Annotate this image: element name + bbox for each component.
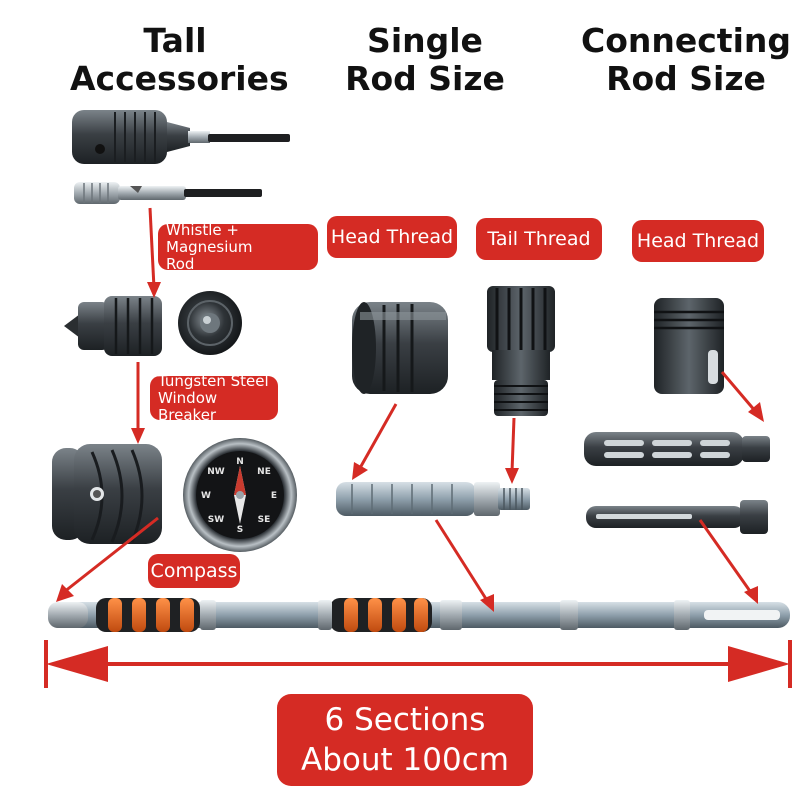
label-text: Tail Thread xyxy=(487,228,591,250)
label-line: Whistle + Magnesium xyxy=(166,220,253,256)
heading-single-rod-size: Single Rod Size xyxy=(340,22,510,98)
heading-line: Accessories xyxy=(70,59,289,98)
label-whistle-magnesium-rod: Whistle + Magnesium Rod xyxy=(158,220,318,273)
heading-line: Rod Size xyxy=(345,59,505,98)
tail-thread-photo xyxy=(487,286,555,416)
whistle-rod-photo xyxy=(72,110,290,204)
compass-marking: SE xyxy=(258,515,271,525)
compass-markings: N NE E SE S SW W NW xyxy=(201,457,277,535)
heading-tail-accessories: Tall Accessories xyxy=(70,21,289,98)
head-thread-tube-photo xyxy=(352,302,448,394)
connecting-tube-photo xyxy=(654,298,724,394)
breaker-head-photo xyxy=(64,296,162,356)
label-line: Window Breaker xyxy=(158,388,218,424)
compass-marking: NW xyxy=(207,467,225,477)
heading-line: Connecting xyxy=(580,21,792,60)
label-compass: Compass xyxy=(148,554,240,588)
label-text: Compass xyxy=(150,560,238,582)
breaker-cap-photo xyxy=(178,291,242,355)
heading-connecting-rod-size: Connecting Rod Size xyxy=(580,22,792,98)
compass-marking: NE xyxy=(257,467,271,477)
compass-marking: N xyxy=(236,457,244,467)
foam-grip xyxy=(96,598,200,632)
label-line: Rod xyxy=(166,254,195,273)
single-rod-photo xyxy=(336,482,530,516)
pointer-arrows xyxy=(56,207,764,612)
label-head-thread-connecting: Head Thread xyxy=(632,220,764,262)
compass-marking: SW xyxy=(208,515,224,525)
full-assembled-rod-photo xyxy=(48,598,790,632)
label-text: Head Thread xyxy=(636,230,760,252)
label-line: Tungsten Steel xyxy=(158,371,269,390)
heading-line: Single xyxy=(367,21,483,60)
label-text: Head Thread xyxy=(330,226,454,248)
foam-grip xyxy=(330,598,432,632)
banner-line: 6 Sections xyxy=(324,702,486,738)
connecting-rod-photo xyxy=(586,500,768,534)
compass-marking: W xyxy=(201,491,211,501)
length-arrow xyxy=(44,640,792,688)
label-tungsten-steel-window-breaker: Tungsten Steel Window Breaker xyxy=(150,371,278,423)
compass-marking: E xyxy=(271,491,277,501)
banner-line: About 100cm xyxy=(301,742,509,778)
compass-photo: N NE E SE S SW W NW xyxy=(183,438,297,552)
label-tail-thread: Tail Thread xyxy=(476,218,602,260)
label-head-thread-single: Head Thread xyxy=(327,216,457,258)
heading-line: Rod Size xyxy=(606,59,766,98)
compass-marking: S xyxy=(237,525,243,535)
end-cap-photo xyxy=(52,444,162,544)
length-banner: 6 Sections About 100cm xyxy=(277,694,533,786)
connecting-sleeve-photo xyxy=(584,432,770,466)
heading-line: Tall xyxy=(143,21,207,60)
